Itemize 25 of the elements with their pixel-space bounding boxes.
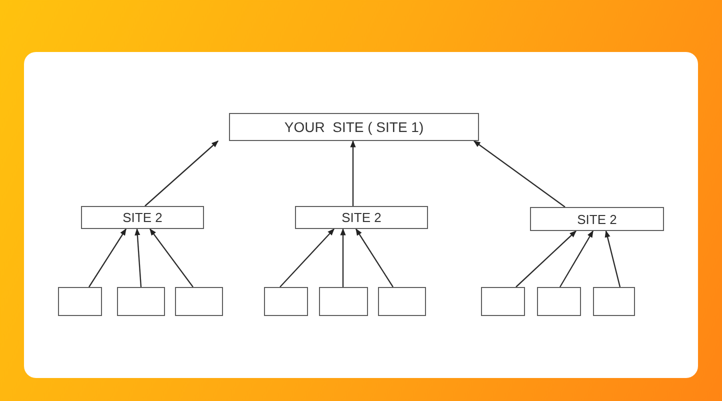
site-node: YOUR SITE ( SITE 1) [229, 113, 479, 141]
arrow [356, 228, 394, 288]
arrow [340, 228, 346, 287]
arrow [350, 140, 356, 206]
empty-box [593, 287, 635, 316]
empty-box [175, 287, 223, 316]
arrow [559, 230, 594, 288]
empty-box [264, 287, 308, 316]
arrow [88, 228, 126, 288]
site-node: SITE 2 [295, 206, 428, 229]
empty-box [378, 287, 426, 316]
empty-box [117, 287, 165, 316]
arrow [516, 230, 576, 288]
empty-box [537, 287, 581, 316]
arrow [473, 140, 566, 208]
site-node: SITE 2 [530, 207, 664, 231]
arrow [144, 140, 219, 206]
arrow [150, 228, 194, 288]
empty-box [319, 287, 368, 316]
arrow [134, 228, 142, 288]
empty-box [58, 287, 102, 316]
arrow [280, 228, 334, 288]
arrow [604, 230, 621, 288]
site-node: SITE 2 [81, 206, 204, 229]
empty-box [481, 287, 525, 316]
